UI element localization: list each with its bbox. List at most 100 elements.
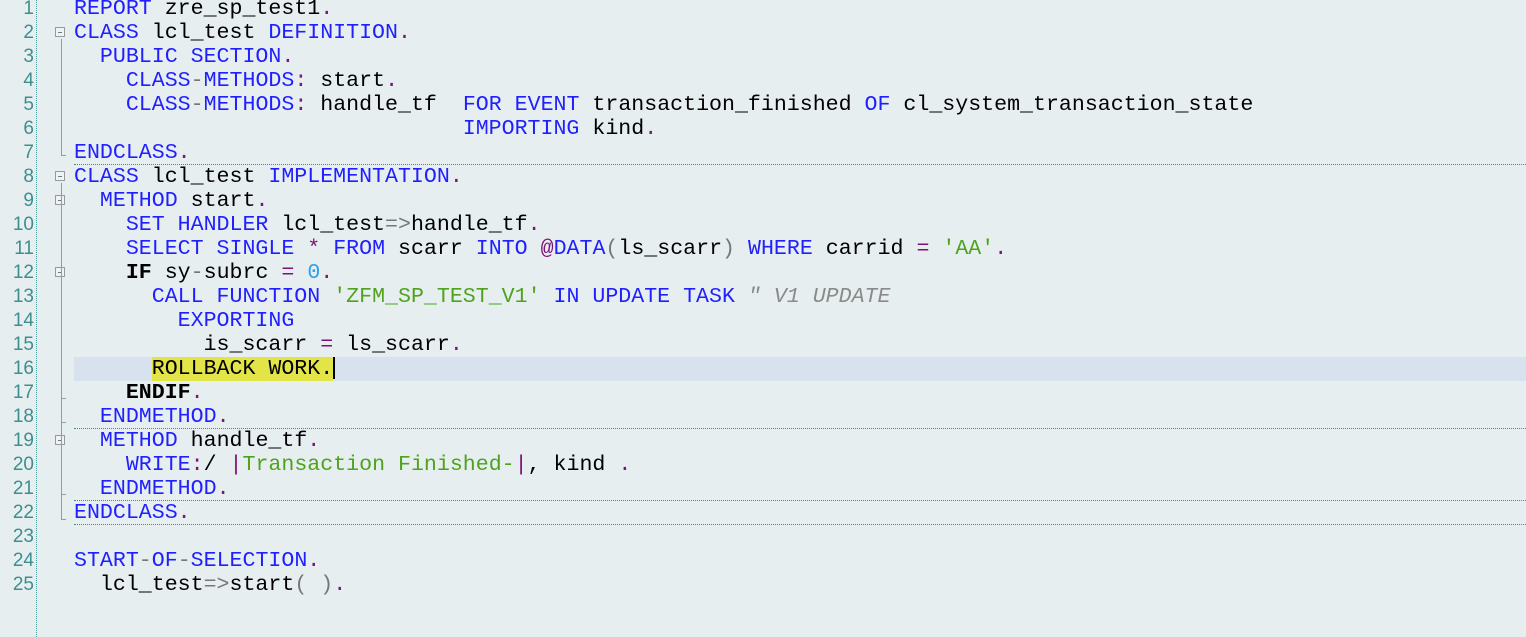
code-token	[74, 189, 100, 213]
code-token: .	[255, 189, 269, 213]
code-token: =	[281, 261, 295, 285]
line-number: 9	[23, 190, 34, 211]
code-token	[294, 261, 307, 285]
fold-end-marker	[61, 422, 66, 423]
code-text: ROLLBACK WORK.	[74, 357, 336, 381]
code-line[interactable]: 19 METHOD handle_tf.	[0, 429, 1526, 453]
code-token: )	[722, 237, 736, 261]
line-number: 13	[12, 286, 34, 307]
code-token: ( )	[294, 573, 334, 597]
code-line[interactable]: 21 ENDMETHOD.	[0, 477, 1526, 501]
code-line[interactable]: 23	[0, 525, 1526, 549]
line-number: 6	[23, 118, 34, 139]
code-token: 'AA'	[942, 237, 995, 261]
fold-collapse-icon[interactable]	[55, 171, 65, 181]
code-line[interactable]: 16 ROLLBACK WORK.	[0, 357, 1526, 381]
code-line[interactable]: 5 CLASS-METHODS: handle_tf FOR EVENT tra…	[0, 93, 1526, 117]
code-line[interactable]: 3 PUBLIC SECTION.	[0, 45, 1526, 69]
code-text: ENDCLASS.	[74, 501, 191, 525]
code-token: " V1 UPDATE	[747, 285, 891, 309]
code-line[interactable]: 17 ENDIF.	[0, 381, 1526, 405]
code-token: @	[540, 237, 554, 261]
code-token	[74, 45, 100, 69]
block-separator	[74, 524, 1526, 525]
line-number: 10	[12, 214, 34, 235]
code-token: .	[216, 477, 230, 501]
code-token: WRITE	[125, 453, 191, 477]
code-token: ls_scarr	[333, 333, 450, 357]
code-token: =>	[385, 213, 411, 237]
code-token: .	[177, 501, 191, 525]
code-line[interactable]: 18 ENDMETHOD.	[0, 405, 1526, 429]
code-line[interactable]: 9 METHOD start.	[0, 189, 1526, 213]
fold-collapse-icon[interactable]	[55, 267, 65, 277]
code-token: OF	[864, 93, 891, 117]
code-token	[74, 285, 152, 309]
code-token	[74, 453, 126, 477]
code-token	[735, 237, 748, 261]
code-text: is_scarr = ls_scarr.	[74, 333, 463, 357]
code-token: lcl_test	[138, 165, 269, 189]
fold-collapse-icon[interactable]	[55, 27, 65, 37]
code-token	[74, 381, 126, 405]
code-line[interactable]: 12 IF sy-subrc = 0.	[0, 261, 1526, 285]
code-line[interactable]: 11 SELECT SINGLE * FROM scarr INTO @DATA…	[0, 237, 1526, 261]
code-line[interactable]: 25 lcl_test=>start( ).	[0, 573, 1526, 597]
code-line[interactable]: 14 EXPORTING	[0, 309, 1526, 333]
code-token: =>	[203, 573, 230, 597]
code-token	[735, 285, 748, 309]
block-separator	[74, 164, 1526, 165]
code-line[interactable]: 10 SET HANDLER lcl_test=>handle_tf.	[0, 213, 1526, 237]
line-number: 1	[23, 0, 34, 19]
code-token: IMPLEMENTATION	[268, 165, 450, 189]
line-number: 21	[12, 478, 34, 499]
code-line[interactable]: 15 is_scarr = ls_scarr.	[0, 333, 1526, 357]
code-token	[74, 69, 126, 93]
code-token: ENDMETHOD	[99, 405, 217, 429]
code-token: .	[190, 381, 204, 405]
code-token	[74, 93, 126, 117]
code-token: :	[294, 69, 308, 93]
line-number: 14	[12, 310, 34, 331]
code-text: IMPORTING kind.	[74, 117, 657, 141]
fold-collapse-icon[interactable]	[55, 195, 65, 205]
code-line[interactable]: 20 WRITE:/ |Transaction Finished-|, kind…	[0, 453, 1526, 477]
code-token: .	[333, 573, 347, 597]
code-token: :	[190, 453, 204, 477]
code-text: ENDCLASS.	[74, 141, 191, 165]
code-line[interactable]: 4 CLASS-METHODS: start.	[0, 69, 1526, 93]
code-token	[74, 429, 100, 453]
code-token: IMPORTING	[462, 117, 580, 141]
code-line[interactable]: 6 IMPORTING kind.	[0, 117, 1526, 141]
code-text: WRITE:/ |Transaction Finished-|, kind .	[74, 453, 631, 477]
code-token: ls_scarr	[618, 237, 723, 261]
fold-end-marker	[61, 155, 66, 156]
line-number: 11	[14, 238, 34, 259]
line-number: 12	[12, 262, 34, 283]
code-token: CLASS	[74, 165, 139, 189]
line-number: 5	[23, 94, 34, 115]
code-token: CALL FUNCTION	[151, 285, 321, 309]
code-text: ENDMETHOD.	[74, 405, 230, 429]
code-token: .	[385, 69, 399, 93]
code-token: -	[177, 549, 191, 573]
code-text: CLASS-METHODS: handle_tf FOR EVENT trans…	[74, 93, 1253, 117]
code-token: handle_tf	[307, 93, 463, 117]
code-token	[74, 213, 126, 237]
code-text: IF sy-subrc = 0.	[74, 261, 333, 285]
line-number: 3	[23, 46, 34, 67]
code-token: INTO	[475, 237, 528, 261]
code-token: Transaction Finished-	[242, 453, 515, 477]
code-token: =	[320, 333, 334, 357]
fold-collapse-icon[interactable]	[55, 435, 65, 445]
code-token: transaction_finished	[579, 93, 865, 117]
code-token: DEFINITION	[268, 21, 398, 45]
code-line[interactable]: 13 CALL FUNCTION 'ZFM_SP_TEST_V1' IN UPD…	[0, 285, 1526, 309]
